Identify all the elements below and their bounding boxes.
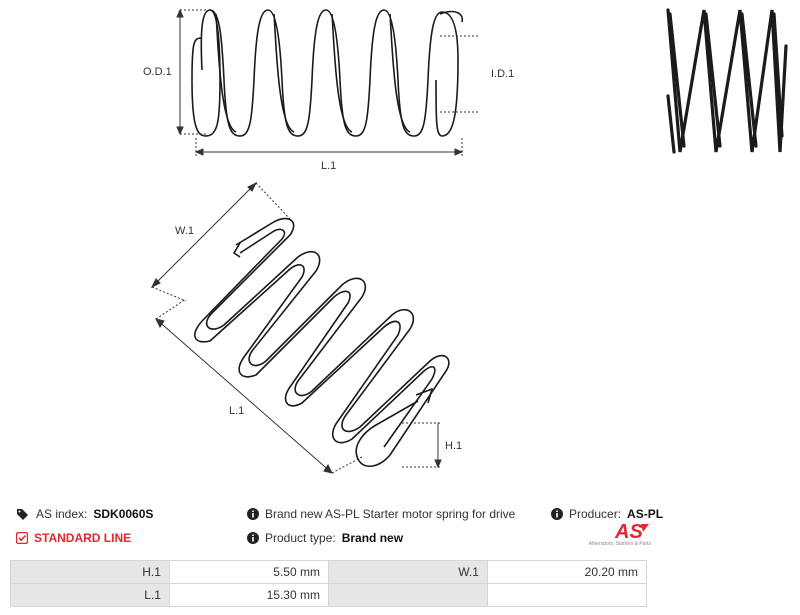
standard-line-label: STANDARD LINE xyxy=(34,531,132,545)
height-dimension-label: H.1 xyxy=(445,440,463,452)
product-description: Brand new AS-PL Starter motor spring for… xyxy=(265,507,516,521)
spec-value xyxy=(486,583,648,607)
spring-diagonal-drawing xyxy=(150,181,450,474)
product-type-label: Product type: xyxy=(265,531,336,545)
spring-side-view-drawing xyxy=(176,8,480,156)
spec-label: H.1 xyxy=(10,560,170,584)
spec-value: 15.30 mm xyxy=(168,583,329,607)
length-dimension-label-diagonal: L.1 xyxy=(229,405,245,417)
info-icon xyxy=(247,508,259,520)
tag-icon xyxy=(17,509,28,520)
info-icon xyxy=(247,532,259,544)
spec-label xyxy=(327,583,488,607)
length-dimension-label-top: L.1 xyxy=(321,160,337,172)
producer-label: Producer: xyxy=(569,507,622,521)
spec-value: 20.20 mm xyxy=(486,560,648,584)
as-index-label: AS index: xyxy=(36,507,88,521)
spec-label: W.1 xyxy=(327,560,488,584)
product-type-value: Brand new xyxy=(341,531,404,545)
producer-row: Producer: AS-PL xyxy=(551,507,663,521)
as-index-value: SDK0060S xyxy=(93,507,154,521)
as-index-row: AS index: SDK0060S xyxy=(16,507,153,521)
as-pl-logo: AS Alternators, Starters & Parts xyxy=(585,520,651,554)
spring-photo xyxy=(666,8,788,154)
standard-line-row: STANDARD LINE xyxy=(16,531,131,545)
info-icon xyxy=(551,508,563,520)
spec-label: L.1 xyxy=(10,583,170,607)
od-dimension-label: O.D.1 xyxy=(143,66,172,78)
checkbox-check-icon xyxy=(16,532,28,544)
id-dimension-label: I.D.1 xyxy=(491,68,515,80)
table-row: H.1 5.50 mm W.1 20.20 mm xyxy=(10,560,648,584)
table-row: L.1 15.30 mm xyxy=(10,583,648,607)
producer-value: AS-PL xyxy=(627,507,664,521)
specs-table: H.1 5.50 mm W.1 20.20 mm L.1 15.30 mm xyxy=(10,560,648,607)
svg-text:AS: AS xyxy=(614,521,643,542)
width-dimension-label: W.1 xyxy=(175,225,194,237)
logo-tagline: Alternators, Starters & Parts xyxy=(588,541,651,547)
description-row: Brand new AS-PL Starter motor spring for… xyxy=(247,507,515,521)
spec-value: 5.50 mm xyxy=(168,560,329,584)
product-type-row: Product type: Brand new xyxy=(247,531,403,545)
